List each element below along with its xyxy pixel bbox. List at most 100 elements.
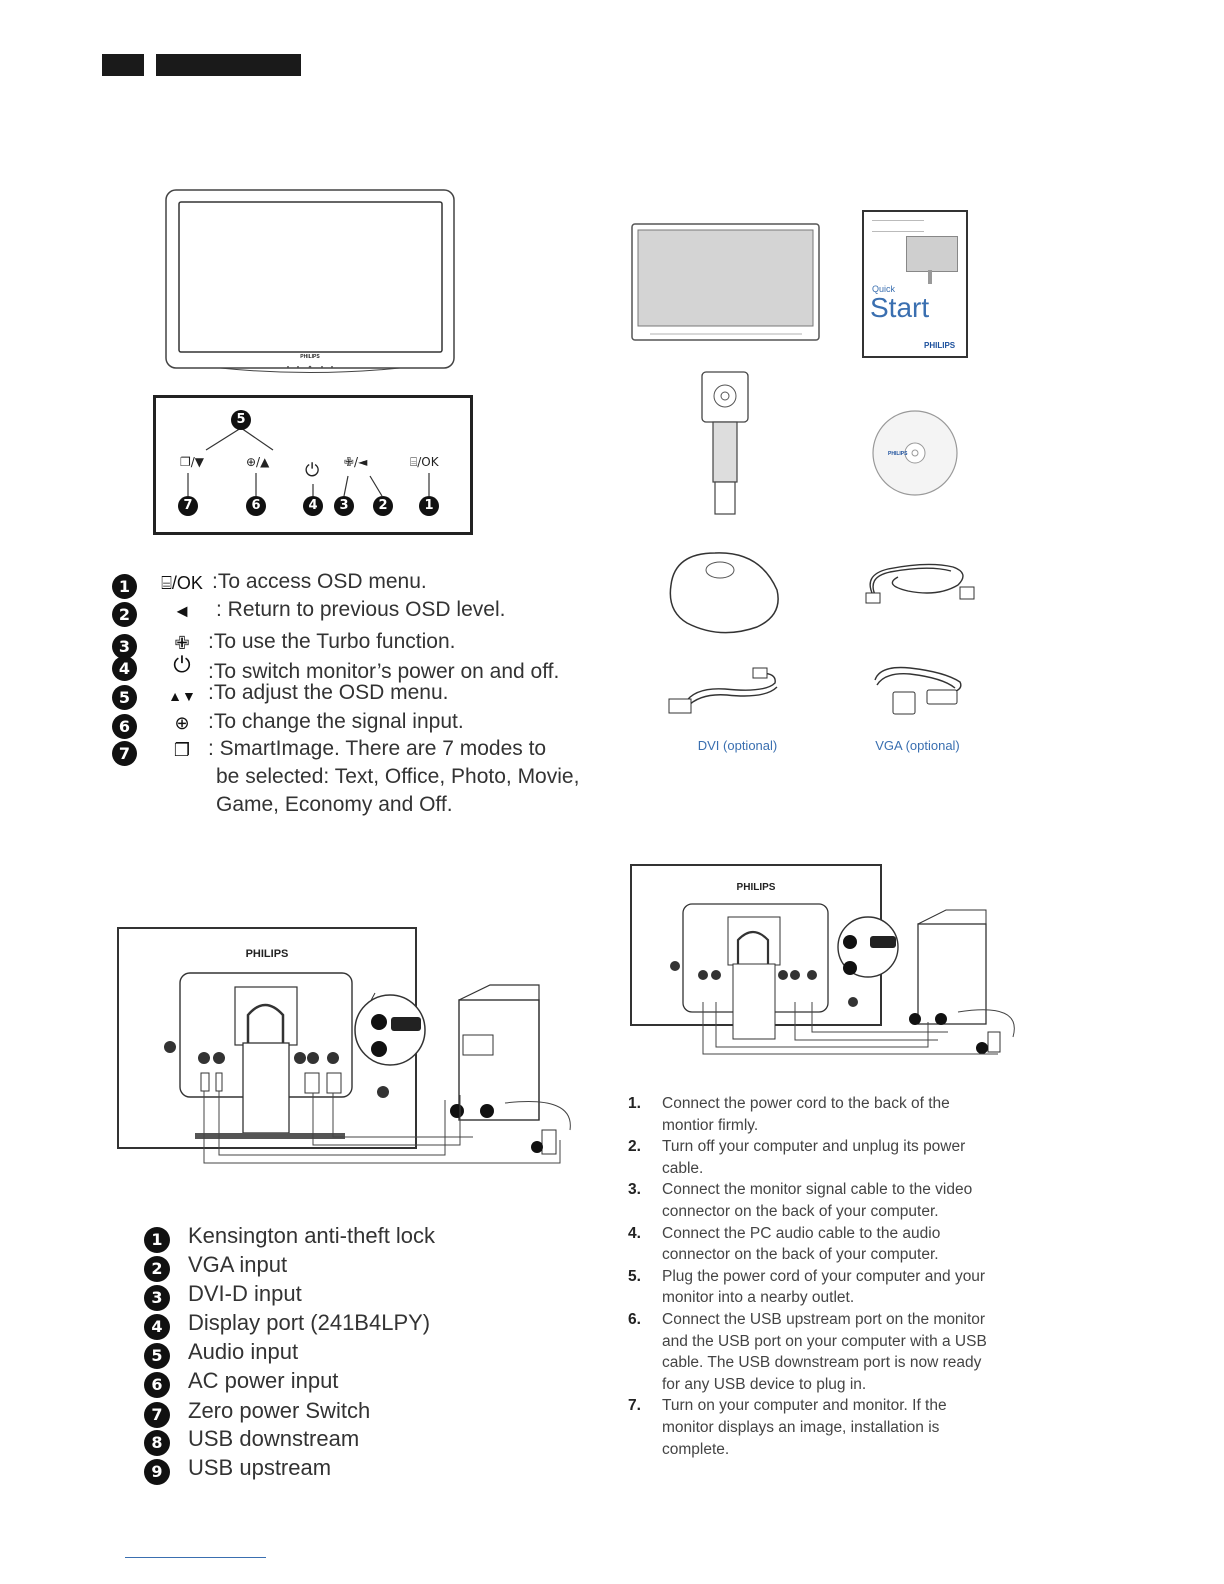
connector-num: 4 [144,1314,170,1340]
connector-label: AC power input [188,1368,339,1393]
legend-text: :To use the Turbo function. [208,630,456,653]
guide-header-lines [872,220,924,232]
power-icon: ⏻ [173,652,191,677]
installation-steps: 1. Connect the power cord to the back of … [628,1093,988,1460]
step-text: Turn off your computer and unplug its po… [662,1138,966,1177]
stand-column-illustration [701,371,749,515]
connector-label: USB upstream [188,1455,332,1480]
callout-3: 3 [334,496,354,516]
step-number: 6. [628,1310,641,1328]
connector-label: Zero power Switch [188,1398,371,1423]
turbo-icon: ✙ [174,633,190,653]
menu-ok-label: ⌸/OK [410,455,439,469]
step-item: 6. Connect the USB upstream port on the m… [628,1309,988,1395]
connector-num: 7 [144,1402,170,1428]
step-number: 4. [628,1224,641,1242]
guide-quick-label: Quick [872,284,896,294]
connector-num: 8 [144,1430,170,1456]
callout-6: 6 [246,496,266,516]
smartimage-icon: ❐ [173,740,191,760]
step-number: 7. [628,1397,641,1415]
front-panel-buttons-box [153,395,473,535]
header-bar-section-title [156,54,301,76]
legend-text: :To change the signal input. [208,710,464,733]
legend-text: :To switch monitor’s power on and off. [208,660,560,683]
legend-num: 2 [112,602,137,627]
connector-label: Audio input [188,1339,299,1364]
connector-label: USB downstream [188,1426,360,1451]
legend-num: 5 [112,685,137,710]
dvi-caption: DVI (optional) [697,738,778,753]
step-number: 1. [628,1095,641,1112]
monitor-front-illustration: PHILIPS [165,189,455,373]
callout-7: 7 [178,496,198,516]
step-text: Connect the USB upstream port on the mon… [662,1310,987,1393]
callout-2: 2 [373,496,393,516]
step-number: 2. [628,1138,641,1156]
vga-cable-illustration [874,666,962,715]
step-number: 5. [628,1267,641,1285]
legend-num: 6 [112,714,137,739]
smartimage-down-label: ❐/▼ [180,455,205,469]
legend-text: : Return to previous OSD level. [216,598,506,621]
connector-label: Display port (241B4LPY) [188,1310,431,1335]
input-up-label: ⊕/▲ [246,455,270,469]
stand-base-illustration [669,552,779,634]
connector-num: 6 [144,1372,170,1398]
step-text: Connect the power cord to the back of th… [662,1095,950,1134]
rear-brand-left: PHILIPS [246,948,289,960]
connector-label: DVI-D input [188,1281,302,1306]
input-icon: ⊕ [174,713,190,733]
quick-start-guide: Quick Start PHILIPS [862,210,968,358]
power-icon: ⏻ [305,460,320,481]
dvi-cable-illustration [668,667,778,714]
turbo-left-label: ✙/◄ [344,455,368,469]
step-item: 4. Connect the PC audio cable to the audi… [628,1223,988,1266]
front-panel-callout-lines [187,427,430,497]
legend-text: :To adjust the OSD menu. [208,681,449,704]
legend-num: 7 [112,741,137,766]
legend-num: 4 [112,656,137,681]
legend-num: 3 [112,634,137,659]
callout-5-top: 5 [231,410,251,430]
connector-num: 3 [144,1285,170,1311]
step-item: 3. Connect the monitor signal cable to th… [628,1179,988,1222]
step-text: Turn on your computer and monitor. If th… [662,1397,947,1458]
front-brand: PHILIPS [300,354,320,360]
callout-1: 1 [419,496,439,516]
guide-monitor-stand [928,270,932,284]
step-number: 3. [628,1181,641,1199]
vga-caption: VGA (optional) [875,738,960,753]
connector-num: 1 [144,1227,170,1253]
connector-num: 5 [144,1343,170,1369]
step-item: 2. Turn off your computer and unplug its … [628,1136,988,1179]
legend-row-7-cont-1: be selected: Text, Office, Photo, Movie, [216,765,580,788]
callout-4: 4 [303,496,323,516]
menu-ok-icon: ⌸/OK [161,573,203,593]
cd-rom-illustration: PHILIPS [872,410,958,496]
header-bar-page-number [102,54,144,76]
rear-brand-right: PHILIPS [737,882,776,893]
package-monitor-illustration [631,223,820,341]
up-down-arrows-icon: ▲▼ [168,688,196,704]
step-item: 5. Plug the power cord of your computer a… [628,1266,988,1309]
step-item: 7. Turn on your computer and monitor. If … [628,1395,988,1460]
connector-num: 2 [144,1256,170,1282]
cd-brand: PHILIPS [888,451,908,457]
legend-text: :To access OSD menu. [212,570,427,593]
legend-row-7-cont-2: Game, Economy and Off. [216,793,453,816]
step-text: Connect the monitor signal cable to the … [662,1181,973,1220]
rear-connection-diagram-left: PHILIPS [117,927,571,1164]
connector-label: VGA input [188,1252,288,1277]
power-cord-illustration [865,563,975,604]
legend-text: : SmartImage. There are 7 modes to [208,737,547,760]
step-text: Connect the PC audio cable to the audio … [662,1224,941,1264]
step-text: Plug the power cord of your computer and… [662,1267,986,1307]
step-item: 1. Connect the power cord to the back of … [628,1093,988,1136]
rear-connection-diagram-right: PHILIPS [630,864,1015,1055]
connector-label: Kensington anti-theft lock [188,1223,436,1248]
guide-monitor-thumb [906,236,958,272]
guide-start-label: Start [870,292,930,323]
guide-brand: PHILIPS [924,341,956,350]
footer-rule [125,1557,266,1558]
